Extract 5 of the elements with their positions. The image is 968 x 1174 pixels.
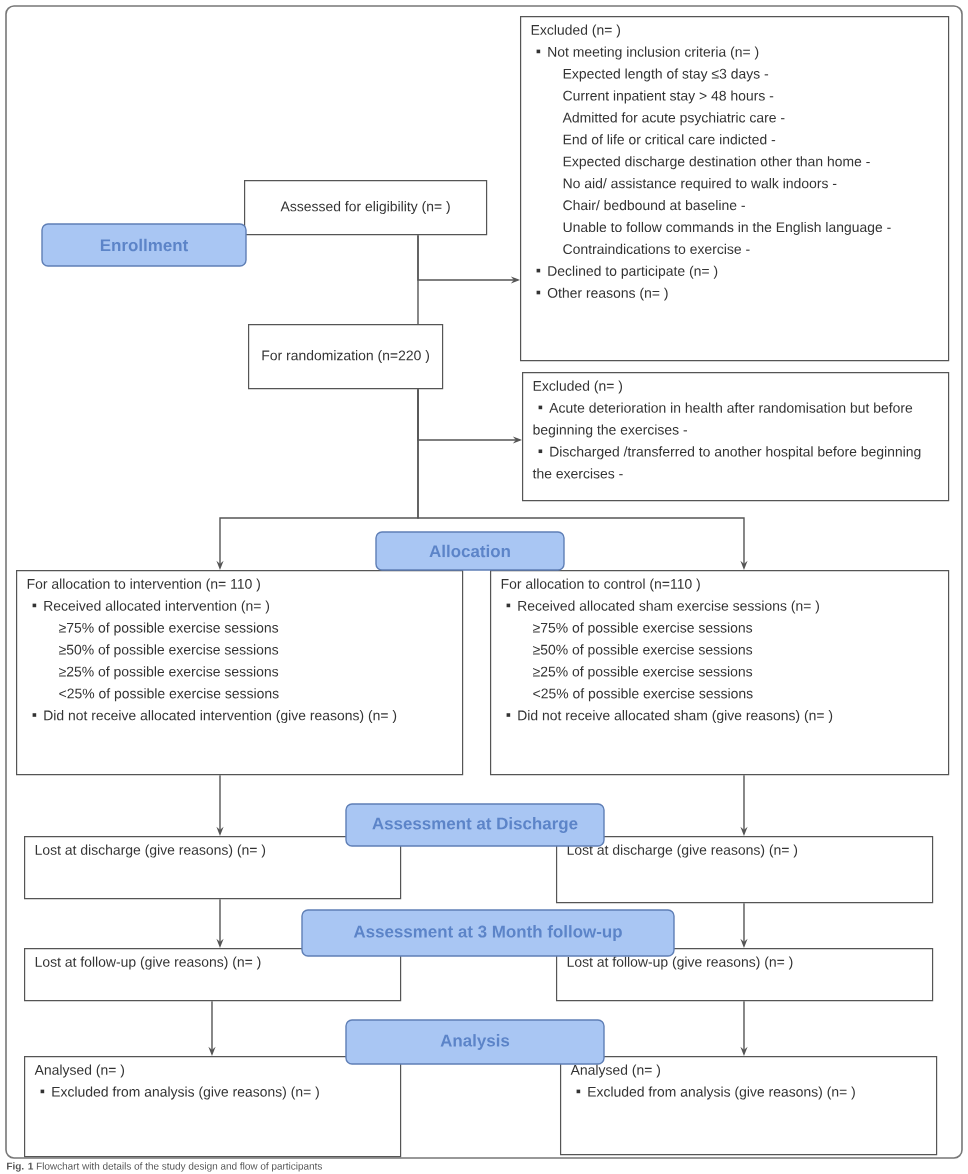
stage-banner: Assessment at Discharge bbox=[345, 803, 605, 847]
stage-banner: Allocation bbox=[375, 531, 565, 571]
stage-banner: Enrollment bbox=[41, 223, 247, 267]
stage-banner: Analysis bbox=[345, 1019, 605, 1065]
stage-banner: Assessment at 3 Month follow-up bbox=[301, 909, 675, 957]
